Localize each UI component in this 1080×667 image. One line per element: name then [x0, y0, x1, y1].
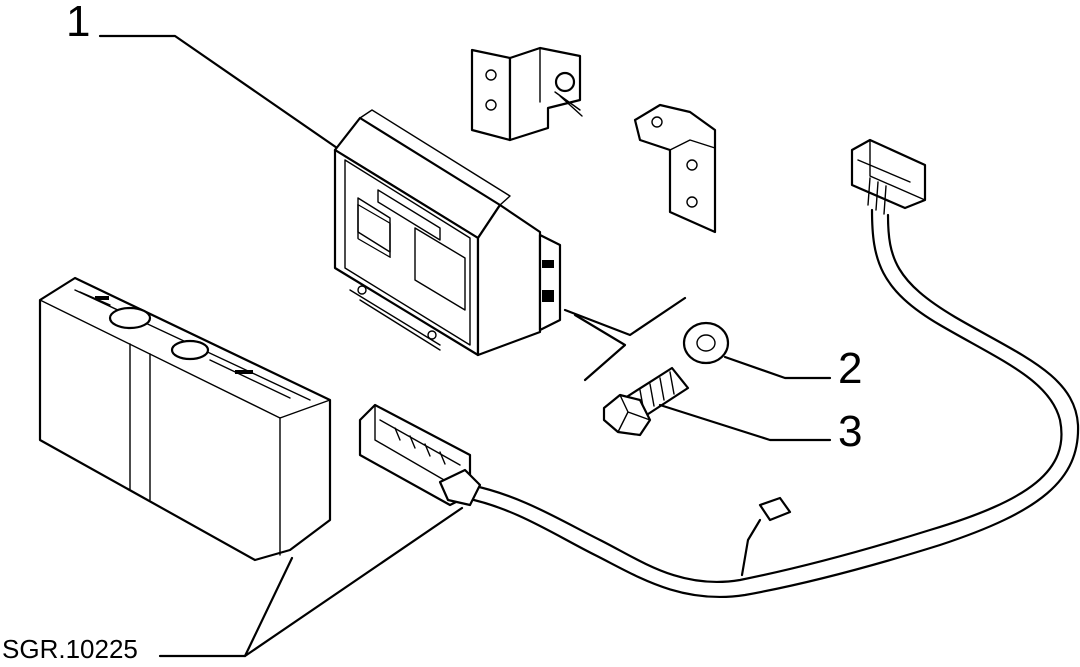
reference-leader-housing	[158, 556, 294, 658]
fastener-leader-lower	[573, 313, 627, 382]
callout-1-leader	[98, 34, 342, 152]
callout-2-leader	[723, 355, 832, 380]
reference-leader-harness	[243, 506, 464, 658]
mounting-bracket-left	[470, 46, 583, 142]
reference-code: SGR.10225	[2, 634, 138, 662]
callout-1-label: 1	[66, 0, 90, 46]
callout-2-label: 2	[838, 344, 862, 393]
battery-housing	[38, 276, 332, 562]
control-unit	[333, 109, 562, 357]
mounting-bracket-right	[633, 103, 717, 234]
callout-3-leader	[658, 403, 832, 442]
fastener-leader-upper	[563, 296, 687, 337]
callout-3-label: 3	[838, 407, 862, 456]
washer	[682, 321, 730, 365]
wiring-harness	[358, 138, 1080, 599]
bolt	[602, 366, 690, 437]
